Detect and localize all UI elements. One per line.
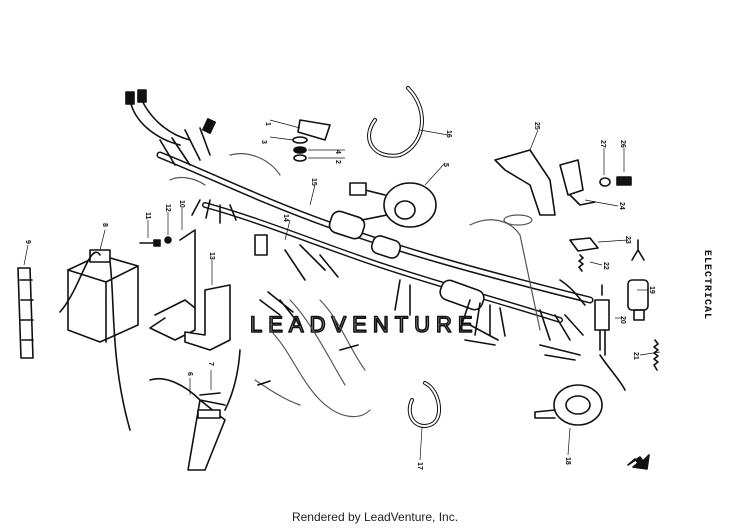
watermark-text: LEADVENTURE: [250, 312, 479, 337]
callout-2: 2: [334, 160, 341, 164]
leader-lines: [23, 119, 661, 461]
oil-pressure-switch: [594, 284, 626, 391]
regulator-hardware: [292, 119, 331, 162]
callout-19: 19: [648, 286, 655, 294]
callout-8: 8: [101, 223, 108, 227]
callout-13: 13: [208, 252, 215, 260]
callout-27: 27: [599, 140, 606, 148]
callout-15: 15: [310, 178, 317, 186]
ignition-coil: [349, 182, 437, 228]
wiring-harness: [125, 89, 594, 361]
mounting-bracket: [494, 149, 599, 252]
bolt-and-washer-26-27: [599, 176, 632, 187]
callout-14: 14: [282, 214, 289, 222]
fuse-holder: [149, 349, 241, 471]
callout-11: 11: [144, 212, 151, 220]
callout-12: 12: [164, 204, 171, 212]
callout-18: 18: [564, 457, 571, 465]
small-bolts: [257, 344, 359, 386]
callout-25: 25: [533, 122, 540, 130]
harness-clamp-16: [367, 86, 424, 158]
callout-17: 17: [416, 462, 423, 470]
callout-10: 10: [178, 200, 185, 208]
spring-22: [578, 254, 584, 272]
horn: [534, 384, 603, 426]
callout-labels: 1 2 3 4 5 6 7 8 9 10 11 12 13 14 15 16 1…: [24, 122, 655, 470]
callout-22: 22: [602, 262, 609, 270]
callout-4: 4: [334, 150, 341, 154]
battery-strap: [17, 267, 34, 359]
callout-1: 1: [264, 122, 271, 126]
battery: [59, 249, 139, 431]
neutral-switch: [627, 239, 649, 321]
callout-21: 21: [632, 352, 639, 360]
callout-20: 20: [619, 316, 626, 324]
section-title: ELECTRICAL: [701, 250, 712, 321]
direction-arrow-icon: [627, 454, 650, 470]
bolt-washer: [139, 236, 172, 247]
frame-outline: [169, 153, 541, 418]
callout-9: 9: [24, 240, 31, 244]
callout-26: 26: [619, 140, 626, 148]
callout-24: 24: [618, 202, 625, 210]
harness-clamp-17: [407, 381, 441, 428]
spring-21: [653, 339, 659, 371]
callout-7: 7: [207, 362, 214, 366]
callout-23: 23: [624, 236, 631, 244]
callout-5: 5: [442, 163, 449, 167]
callout-6: 6: [186, 372, 193, 376]
callout-16: 16: [445, 130, 452, 138]
callout-3: 3: [260, 140, 267, 144]
battery-holder-bracket: [149, 229, 231, 351]
footer-credit: Rendered by LeadVenture, Inc.: [291, 510, 459, 524]
